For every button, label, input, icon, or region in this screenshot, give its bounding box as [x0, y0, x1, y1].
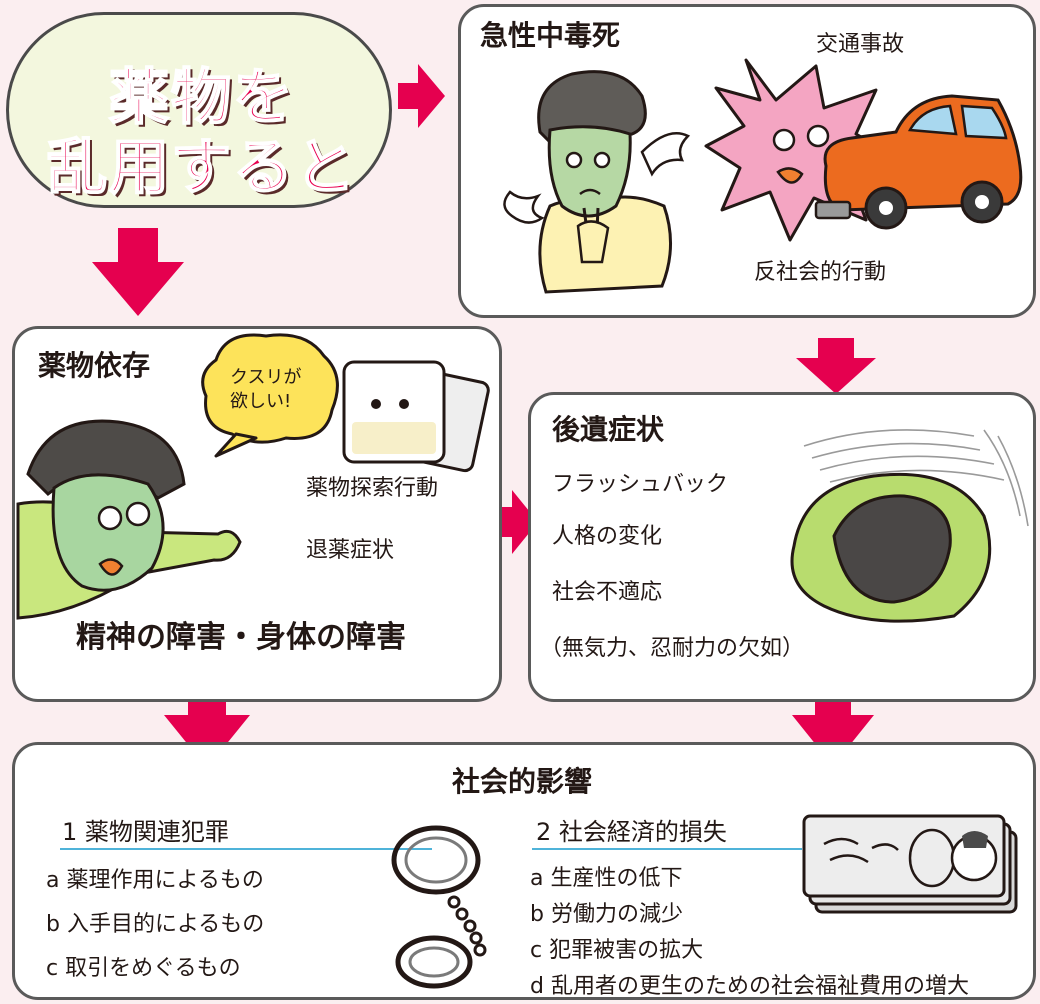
arrow-start-to-acute [398, 64, 445, 128]
crime-heading: 1 薬物関連犯罪 [62, 818, 229, 846]
arrow-dependence-to-sequelae [494, 490, 538, 554]
arrow-dependence-to-social [164, 690, 250, 768]
sequelae-item-4: （無気力、忍耐力の欠如） [540, 636, 805, 661]
sequelae-item-1: フラッシュバック [552, 472, 729, 497]
sequelae-title: 後遺症状 [552, 413, 665, 446]
handcuffs-icon [391, 825, 487, 989]
crime-rule [60, 848, 432, 850]
banknotes-icon [802, 814, 1018, 914]
econ-rule [532, 848, 802, 850]
crime-item-c: c 取引をめぐるもの [46, 956, 241, 981]
arrow-start-to-dependence [92, 228, 184, 316]
drug-packet-icon [342, 360, 490, 473]
econ-item-a: a 生産性の低下 [530, 866, 683, 891]
traffic-accident-label: 交通事故 [816, 32, 905, 57]
arrow-acute-to-sequelae [796, 338, 876, 394]
disorder-label: 精神の障害・身体の障害 [76, 620, 406, 655]
speech-line2: 欲しい! [230, 391, 292, 412]
speech-bubble [201, 333, 339, 458]
acute-title: 急性中毒死 [480, 19, 621, 52]
reaching-person-icon [16, 419, 242, 620]
econ-item-b: b 労働力の減少 [530, 902, 683, 927]
car-icon [814, 94, 1023, 230]
speech-line1: クスリが [230, 367, 302, 388]
distressed-person-icon [790, 429, 1029, 623]
dependence-title: 薬物依存 [38, 349, 151, 382]
angel-person-icon [503, 70, 691, 294]
sequelae-item-2: 人格の変化 [552, 524, 663, 549]
econ-heading: 2 社会経済的損失 [536, 818, 727, 846]
start-oval: 薬物を 乱用すると [6, 12, 392, 208]
drug-seeking-label: 薬物探索行動 [306, 476, 439, 501]
withdrawal-label: 退薬症状 [306, 538, 395, 563]
econ-item-d: d 乱用者の更生のための社会福祉費用の増大 [530, 974, 969, 999]
arrow-sequelae-to-social [792, 690, 874, 766]
crime-item-a: a 薬理作用によるもの [46, 868, 264, 893]
speech-text: クスリが 欲しい! [230, 366, 301, 414]
social-title: 社会的影響 [452, 765, 593, 798]
antisocial-label: 反社会的行動 [754, 260, 887, 285]
econ-item-c: c 犯罪被害の拡大 [530, 938, 704, 963]
crime-item-b: b 入手目的によるもの [46, 912, 265, 937]
sequelae-item-3: 社会不適応 [552, 580, 663, 605]
start-title-line1: 薬物を [108, 62, 295, 134]
start-title-line2: 乱用すると [46, 132, 357, 204]
